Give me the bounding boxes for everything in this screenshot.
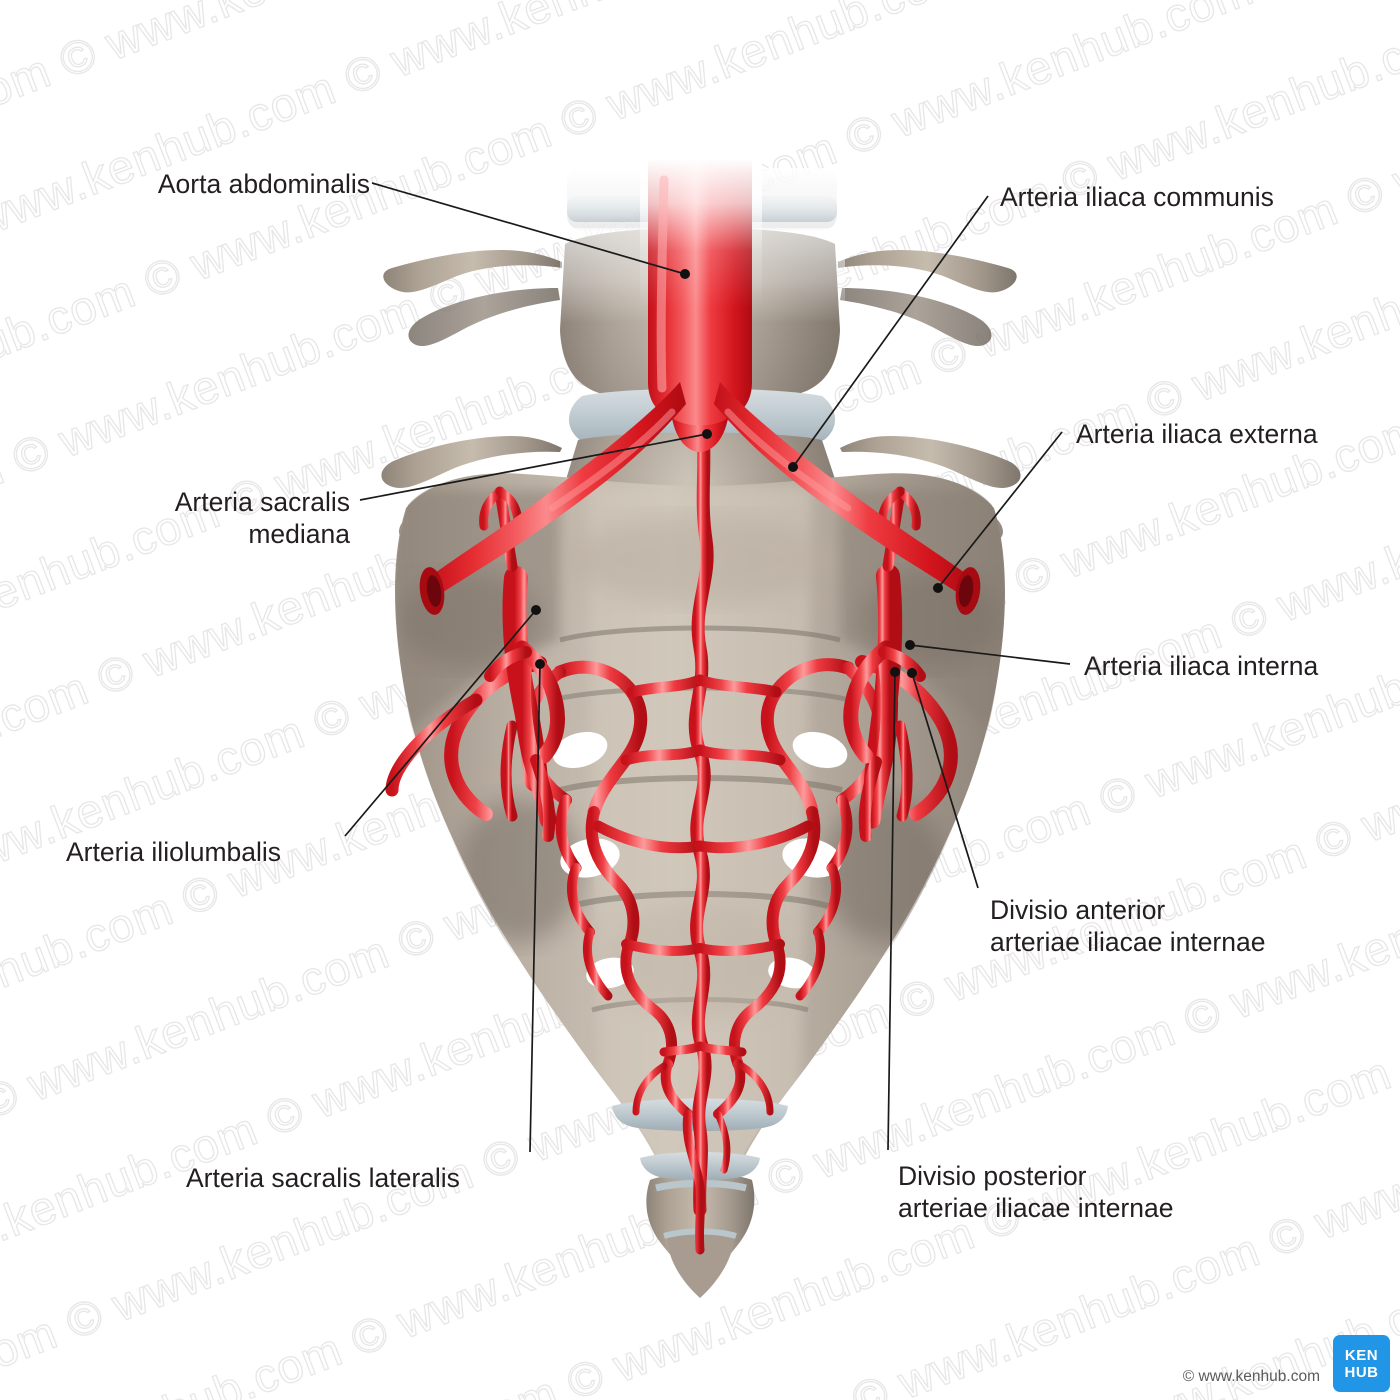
leader-divisio-anterior-dot [907,668,917,678]
leader-divisio-posterior-dot [890,667,900,677]
leader-arteria-iliaca-externa [937,431,1063,589]
leader-arteria-iliolumbalis-dot [531,605,541,615]
leader-aorta-abdominalis [371,182,686,275]
label-arteria-iliolumbalis: Arteria iliolumbalis [66,837,282,867]
leader-arteria-iliaca-communis [792,195,989,468]
leader-arteria-iliolumbalis [344,609,537,837]
label-arteria-iliaca-interna: Arteria iliaca interna [1084,651,1319,681]
label-arteria-iliaca-communis: Arteria iliaca communis [1000,182,1274,212]
leader-aorta-abdominalis-dot [680,269,690,279]
leader-divisio-posterior [887,671,896,1151]
label-divisio-posterior: Divisio posterior arteriae iliacae inter… [898,1161,1174,1223]
kenhub-logo-line1: KEN [1344,1346,1379,1364]
sacral-anastomoses-right [694,658,887,1119]
leader-arteria-sacralis-mediana-dot [702,429,712,439]
copyright-credit: © www.kenhub.com [1182,1368,1320,1385]
label-arteria-sacralis-lateralis: Arteria sacralis lateralis [186,1163,460,1193]
leader-arteria-iliaca-externa-dot [933,583,943,593]
label-divisio-anterior: Divisio anterior arteriae iliacae intern… [990,895,1266,957]
leader-arteria-sacralis-mediana [359,433,708,501]
leader-arteria-iliaca-interna-dot [905,640,915,650]
kenhub-logo-line2: HUB [1344,1363,1379,1381]
kenhub-logo[interactable]: KEN HUB [1333,1335,1390,1392]
label-aorta-abdominalis: Aorta abdominalis [157,169,370,199]
leader-divisio-anterior [911,672,979,889]
common-iliac-artery-right [714,382,972,602]
leader-arteria-sacralis-lateralis [529,663,541,1153]
leader-arteria-iliaca-communis-dot [788,462,798,472]
median-sacral-artery [688,421,714,1217]
sacral-anastomoses-left [521,660,706,1119]
leader-arteria-iliaca-interna [909,644,1071,665]
common-iliac-artery-left [428,382,686,602]
lateral-sacral-artery-left [444,656,547,821]
label-arteria-sacralis-mediana: Arteria sacralis mediana [174,487,350,549]
arteries [385,158,981,1255]
leader-arteria-sacralis-lateralis-dot [535,659,545,669]
label-arteria-iliaca-externa: Arteria iliaca externa [1076,419,1318,449]
